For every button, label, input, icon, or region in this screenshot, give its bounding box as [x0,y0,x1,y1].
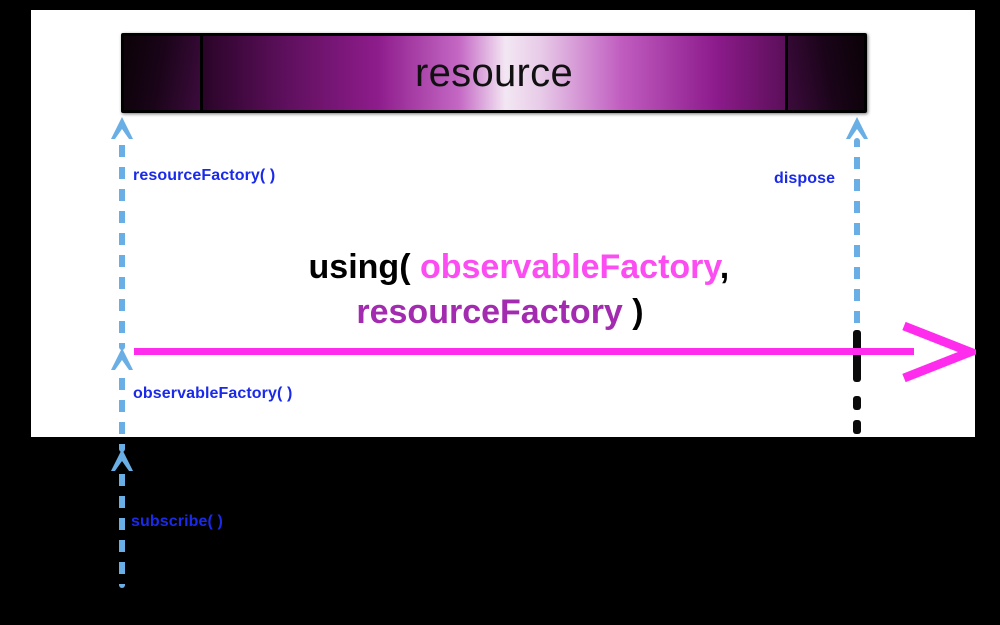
resource-bar-right-cap [785,36,864,110]
observable-factory-lifeline [119,370,125,452]
resource-bar-left-cap [124,36,203,110]
label-dispose: dispose [774,170,836,187]
dispose-termination-bar [853,330,861,382]
expression-resource-factory: resourceFactory [356,293,623,331]
dispose-lifeline [854,138,860,330]
resource-lifetime-bar: resource [121,33,867,113]
resource-factory-arrowhead-notch-icon [115,129,129,139]
dispose-trailing-dot-1 [853,396,861,410]
resource-factory-lifeline [119,138,125,350]
expression-suffix: ) [622,293,644,331]
label-resource-factory: resourceFactory( ) [133,167,276,184]
subscribe-arrowhead-notch-icon [115,461,129,471]
expression-observable-factory: observableFactory [419,248,720,286]
expression-prefix: using( [308,248,420,286]
dispose-trailing-dot-2 [853,420,861,434]
label-subscribe: subscribe( ) [131,513,223,530]
resource-bar-label: resource [414,51,574,95]
resource-bar-body: resource [203,36,785,110]
dispose-arrowhead-notch-icon [850,129,864,139]
subscribe-lifeline [119,470,125,588]
label-observable-factory: observableFactory( ) [133,385,293,402]
expression-comma: , [719,248,730,286]
observable-factory-arrowhead-notch-icon [115,360,129,370]
using-expression: using( observableFactory, resourceFactory… [180,200,820,380]
observable-stream-arrowhead-icon [902,321,976,383]
observable-stream-line [134,348,914,355]
